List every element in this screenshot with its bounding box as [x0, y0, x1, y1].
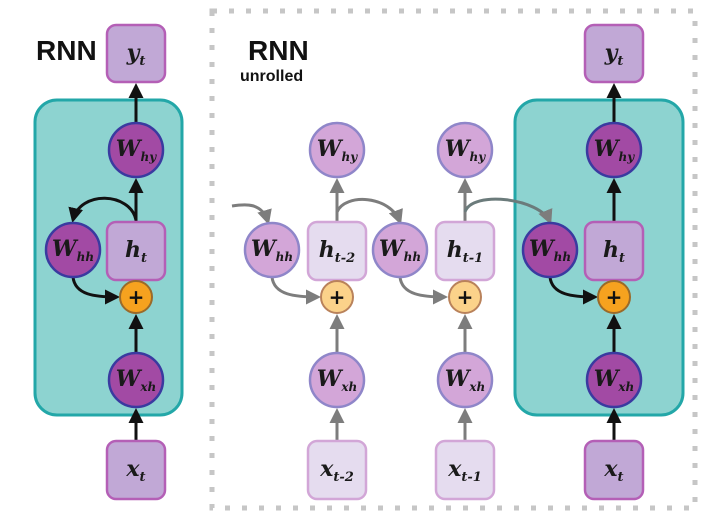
svg-text:ht: ht	[603, 237, 625, 266]
w-hy-node-t1: Why	[436, 121, 494, 179]
unrolled-rnn: RNN unrolled Why Whh	[231, 23, 685, 501]
unrolled-subtitle: unrolled	[240, 68, 303, 85]
svg-text:+: +	[457, 285, 474, 309]
input-node-t2: xt-2	[306, 439, 368, 501]
sum-node-t1: +	[448, 280, 482, 314]
w-hy-node-t: Why	[585, 121, 643, 179]
svg-text:Whh: Whh	[379, 236, 421, 264]
hidden-node-t2: ht-2	[306, 220, 368, 282]
folded-title: RNN	[36, 35, 97, 66]
folded-w-xh-node: Wxh	[107, 351, 165, 409]
svg-text:Wxh: Wxh	[116, 366, 157, 394]
folded-w-hh-node: Whh	[44, 221, 102, 279]
unrolled-title: RNN	[248, 35, 309, 66]
input-node-t1: xt-1	[434, 439, 496, 501]
svg-text:+: +	[606, 285, 623, 309]
folded-input-node: xt	[105, 439, 167, 501]
unrolled-step-t-minus-2: Why Whh ht-2 + Wxh xt-2	[243, 121, 368, 501]
w-xh-node-t1: Wxh	[436, 351, 494, 409]
svg-text:Whh: Whh	[529, 236, 571, 264]
w-hh-node-t1: Whh	[371, 221, 429, 279]
w-hh-node-t2: Whh	[243, 221, 301, 279]
unrolled-step-t-minus-1: Why Whh ht-1 + Wxh xt-1	[371, 121, 496, 501]
arrow-whh-to-sum-t2	[270, 276, 321, 305]
svg-text:Why: Why	[116, 136, 157, 164]
svg-text:Whh: Whh	[251, 236, 293, 264]
svg-text:+: +	[128, 285, 145, 309]
folded-hidden-node: ht	[105, 220, 167, 282]
folded-rnn: RNN yt Why ht Whh +	[33, 23, 184, 501]
svg-text:yt: yt	[126, 40, 146, 69]
arrow-ht1-to-whh-t	[463, 197, 553, 225]
unrolled-dotted-border	[209, 8, 698, 511]
svg-text:ht-1: ht-1	[447, 237, 483, 266]
hidden-node-t1: ht-1	[434, 220, 496, 282]
svg-text:yt: yt	[604, 40, 624, 69]
output-node-t: yt	[583, 23, 645, 84]
arrow-incoming-to-whh-t2	[231, 203, 272, 225]
w-xh-node-t2: Wxh	[308, 351, 366, 409]
svg-text:Wxh: Wxh	[594, 366, 635, 394]
svg-text:Whh: Whh	[52, 236, 94, 264]
svg-text:xt-2: xt-2	[319, 456, 354, 485]
svg-text:+: +	[329, 285, 346, 309]
hidden-node-t: ht	[583, 220, 645, 282]
svg-text:Why: Why	[594, 136, 635, 164]
folded-w-hy-node: Why	[107, 121, 165, 179]
arrow-whh-to-sum-t	[548, 276, 598, 305]
folded-output-node: yt	[105, 23, 167, 84]
folded-arrow-ht-to-whh	[68, 196, 138, 223]
svg-text:Wxh: Wxh	[445, 366, 486, 394]
svg-text:Why: Why	[445, 136, 486, 164]
arrow-whh-to-sum-t1	[398, 276, 448, 305]
sum-node-t: +	[597, 280, 631, 314]
folded-sum-node: +	[119, 280, 153, 314]
svg-text:xt: xt	[603, 456, 623, 485]
unrolled-step-t: yt Why Whh ht + Wxh	[521, 23, 645, 501]
arrow-ht2-to-whh-t1	[335, 198, 403, 225]
svg-text:xt: xt	[125, 456, 145, 485]
w-xh-node-t: Wxh	[585, 351, 643, 409]
folded-arrow-whh-to-sum	[71, 276, 120, 305]
input-node-t: xt	[583, 439, 645, 501]
sum-node-t2: +	[320, 280, 354, 314]
svg-text:Why: Why	[317, 136, 358, 164]
svg-text:xt-1: xt-1	[447, 456, 482, 485]
w-hh-node-t: Whh	[521, 221, 579, 279]
svg-text:Wxh: Wxh	[317, 366, 358, 394]
w-hy-node-t2: Why	[308, 121, 366, 179]
svg-text:ht: ht	[125, 237, 147, 266]
svg-text:ht-2: ht-2	[319, 237, 355, 266]
